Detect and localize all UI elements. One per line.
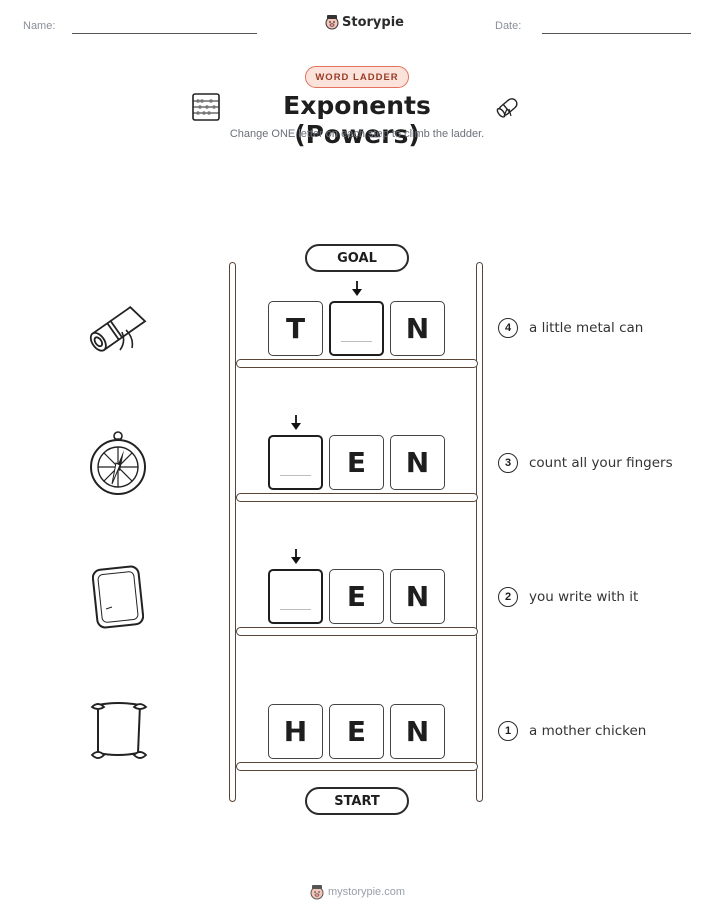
- arrow-down-icon: [352, 281, 362, 296]
- compass-icon: [90, 431, 146, 495]
- clue-text: count all your fingers: [529, 455, 673, 471]
- letter-tile: H: [268, 704, 323, 759]
- abacus-icon: [192, 93, 220, 121]
- page-title: Exponents (Powers): [283, 91, 431, 149]
- letter-input[interactable]: [268, 569, 323, 624]
- letter-tile: E: [329, 435, 384, 490]
- letter-tile: N: [390, 301, 445, 356]
- letter-input[interactable]: [329, 301, 384, 356]
- clue-text: you write with it: [529, 589, 639, 605]
- scroll-icon: [496, 98, 518, 118]
- brand-name: Storypie: [342, 14, 404, 30]
- letter-tile: N: [390, 569, 445, 624]
- letter-input[interactable]: [268, 435, 323, 490]
- letter-tile: E: [329, 569, 384, 624]
- ladder-rung: [236, 359, 478, 368]
- letter-tile: N: [390, 704, 445, 759]
- footer-site-link[interactable]: mystorypie.com: [328, 886, 406, 898]
- clue-text: a little metal can: [529, 320, 644, 336]
- rolled-scroll-icon: [89, 306, 147, 352]
- eraser-tablet-icon: [92, 565, 144, 629]
- ladder-rung: [236, 493, 478, 502]
- letter-tile: T: [268, 301, 323, 356]
- ladder-left-rail: [229, 262, 236, 802]
- ladder-rung: [236, 627, 478, 636]
- start-label: START: [305, 787, 409, 815]
- date-label: Date:: [495, 20, 522, 32]
- letter-tile: E: [329, 704, 384, 759]
- date-line[interactable]: [542, 33, 691, 34]
- arrow-down-icon: [291, 415, 301, 430]
- worksheet-type-badge: WORD LADDER: [305, 66, 409, 88]
- ladder-right-rail: [476, 262, 483, 802]
- arrow-down-icon: [291, 549, 301, 564]
- clue-number: 2: [498, 587, 518, 607]
- brand-logo: Storypie: [325, 14, 404, 30]
- pig-logo-icon: [310, 885, 324, 900]
- name-label: Name:: [23, 20, 56, 32]
- pig-logo-icon: [325, 15, 339, 30]
- goal-label: GOAL: [305, 244, 409, 272]
- clue-text: a mother chicken: [529, 723, 647, 739]
- ladder-rung: [236, 762, 478, 771]
- parchment-icon: [90, 702, 148, 759]
- clue-number: 4: [498, 318, 518, 338]
- letter-tile: N: [390, 435, 445, 490]
- name-line[interactable]: [72, 33, 257, 34]
- clue-number: 3: [498, 453, 518, 473]
- clue-number: 1: [498, 721, 518, 741]
- page-subtitle: Change ONE letter on each step to climb …: [229, 128, 485, 140]
- footer: mystorypie.com: [310, 884, 405, 900]
